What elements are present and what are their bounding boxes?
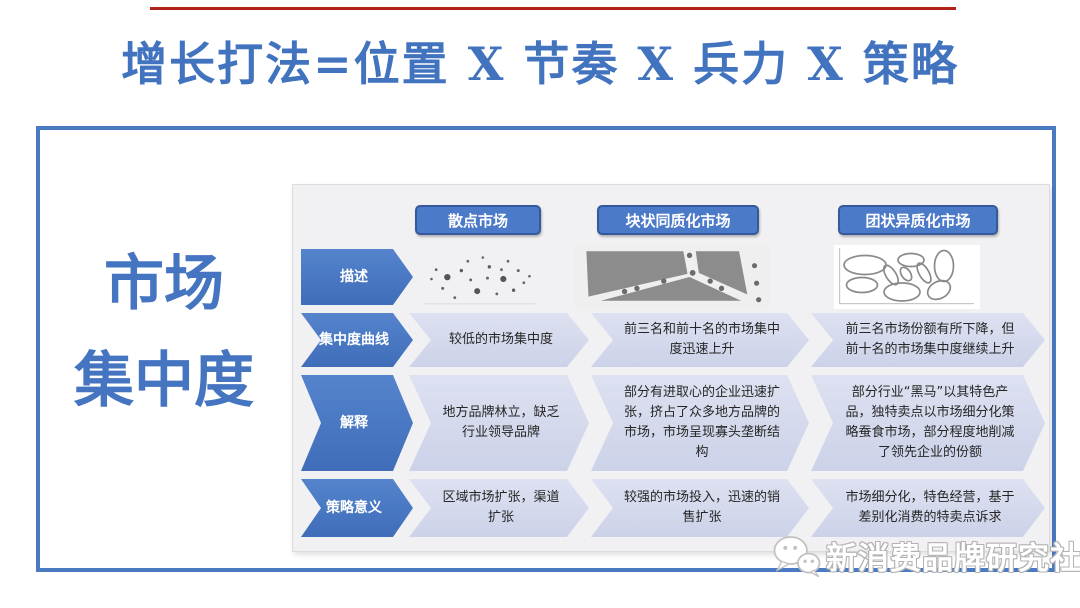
cell-curve-scatter: 较低的市场集中度 [409,313,589,367]
cell-curve-cluster: 前三名市场份额有所下降，但前十名的市场集中度继续上升 [811,313,1045,367]
row-label-description: 描述 [301,249,413,305]
column-header-block-homogeneous-market: 块状同质化市场 [597,205,759,235]
column-header-scatter-market: 散点市场 [415,205,541,235]
cell-explain-scatter: 地方品牌林立，缺乏行业领导品牌 [409,375,589,471]
section-label-line1: 市场 [104,249,224,319]
column-header-cluster-heterogeneous-market: 团状异质化市场 [838,205,998,235]
row-label-strategic-meaning: 策略意义 [301,479,413,537]
cell-curve-block: 前三名和前十名的市场集中度迅速上升 [591,313,809,367]
matrix-panel: 散点市场 块状同质化市场 团状异质化市场 描述 集中度曲线 解释 策略意义 [292,184,1050,552]
row-label-concentration-curve: 集中度曲线 [301,313,413,367]
block-map-icon [574,245,770,309]
cell-explain-cluster: 部分行业“黑马”以其特色产品，独特卖点以市场细分化策略蚕食市场，部分程度地削减了… [811,375,1045,471]
section-label-line2: 集中度 [74,346,254,417]
wechat-icon [773,536,821,578]
cell-strategy-block: 较强的市场投入，迅速的销售扩张 [591,479,809,537]
cell-explain-block: 部分有进取心的企业迅速扩张，挤占了众多地方品牌的市场，市场呈现寡头垄断结构 [591,375,809,471]
row-label-explanation: 解释 [301,375,413,471]
watermark-text: 新消费品牌研究社 [826,540,1080,577]
scatter-dots-icon [419,251,541,307]
cell-strategy-scatter: 区域市场扩张，渠道扩张 [409,479,589,537]
page-title: 增长打法=位置 X 节奏 X 兵力 X 策略 [121,37,959,91]
cluster-ellipses-icon [834,245,980,309]
watermark: 新消费品牌研究社 [770,528,1080,582]
section-label-market-concentration: 市场 集中度 [46,236,282,430]
top-divider-line [150,7,956,10]
cell-strategy-cluster: 市场细分化，特色经营，基于差别化消费的特卖点诉求 [811,479,1045,537]
